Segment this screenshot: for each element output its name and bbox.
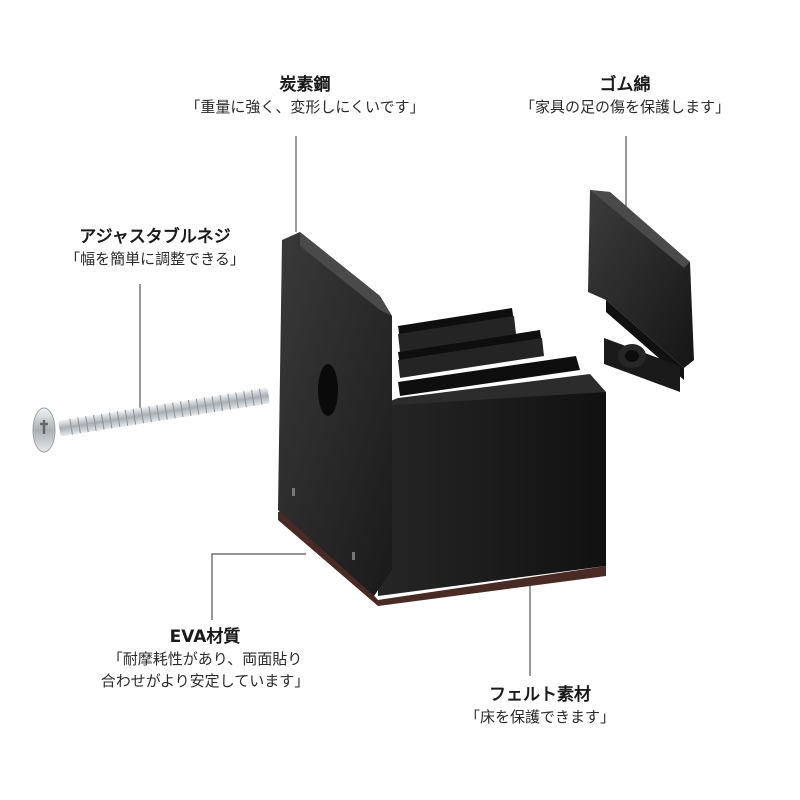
callout-carbon-steel: 炭素鋼 「重量に強く、変形しにくいです」 (140, 74, 470, 118)
bracket-body (278, 232, 606, 606)
callout-eva: EVA材質 「耐摩耗性があり、両面貼り 合わせがより安定しています」 (40, 626, 370, 692)
callout-rubber-sponge: ゴム綿 「家具の足の傷を保護します」 (480, 74, 770, 118)
leader-eva (211, 553, 306, 620)
callout-desc-line2: 合わせがより安定しています」 (100, 672, 310, 690)
callout-title: フェルト素材 (489, 685, 591, 705)
screw-hole (318, 364, 338, 416)
callout-desc: 「家具の足の傷を保護します」 (519, 98, 730, 116)
callout-title: ゴム綿 (599, 75, 651, 95)
callout-desc: 「重量に強く、変形しにくいです」 (185, 98, 425, 116)
callout-felt: フェルト素材 「床を保護できます」 (390, 684, 690, 728)
callout-desc-line1: 「耐摩耗性があり、両面貼り (107, 650, 303, 668)
screw (32, 387, 270, 453)
callout-title: EVA材質 (169, 627, 241, 647)
callout-title: 炭素鋼 (279, 75, 331, 95)
callout-desc: 「床を保護できます」 (464, 708, 615, 726)
rubber-pad (588, 190, 694, 392)
carbon-steel-plate (278, 232, 392, 596)
callout-adjust-screw: アジャスタブルネジ 「幅を簡単に調整できる」 (10, 226, 300, 270)
callout-title: アジャスタブルネジ (79, 227, 231, 247)
callout-desc: 「幅を簡単に調整できる」 (65, 250, 245, 268)
